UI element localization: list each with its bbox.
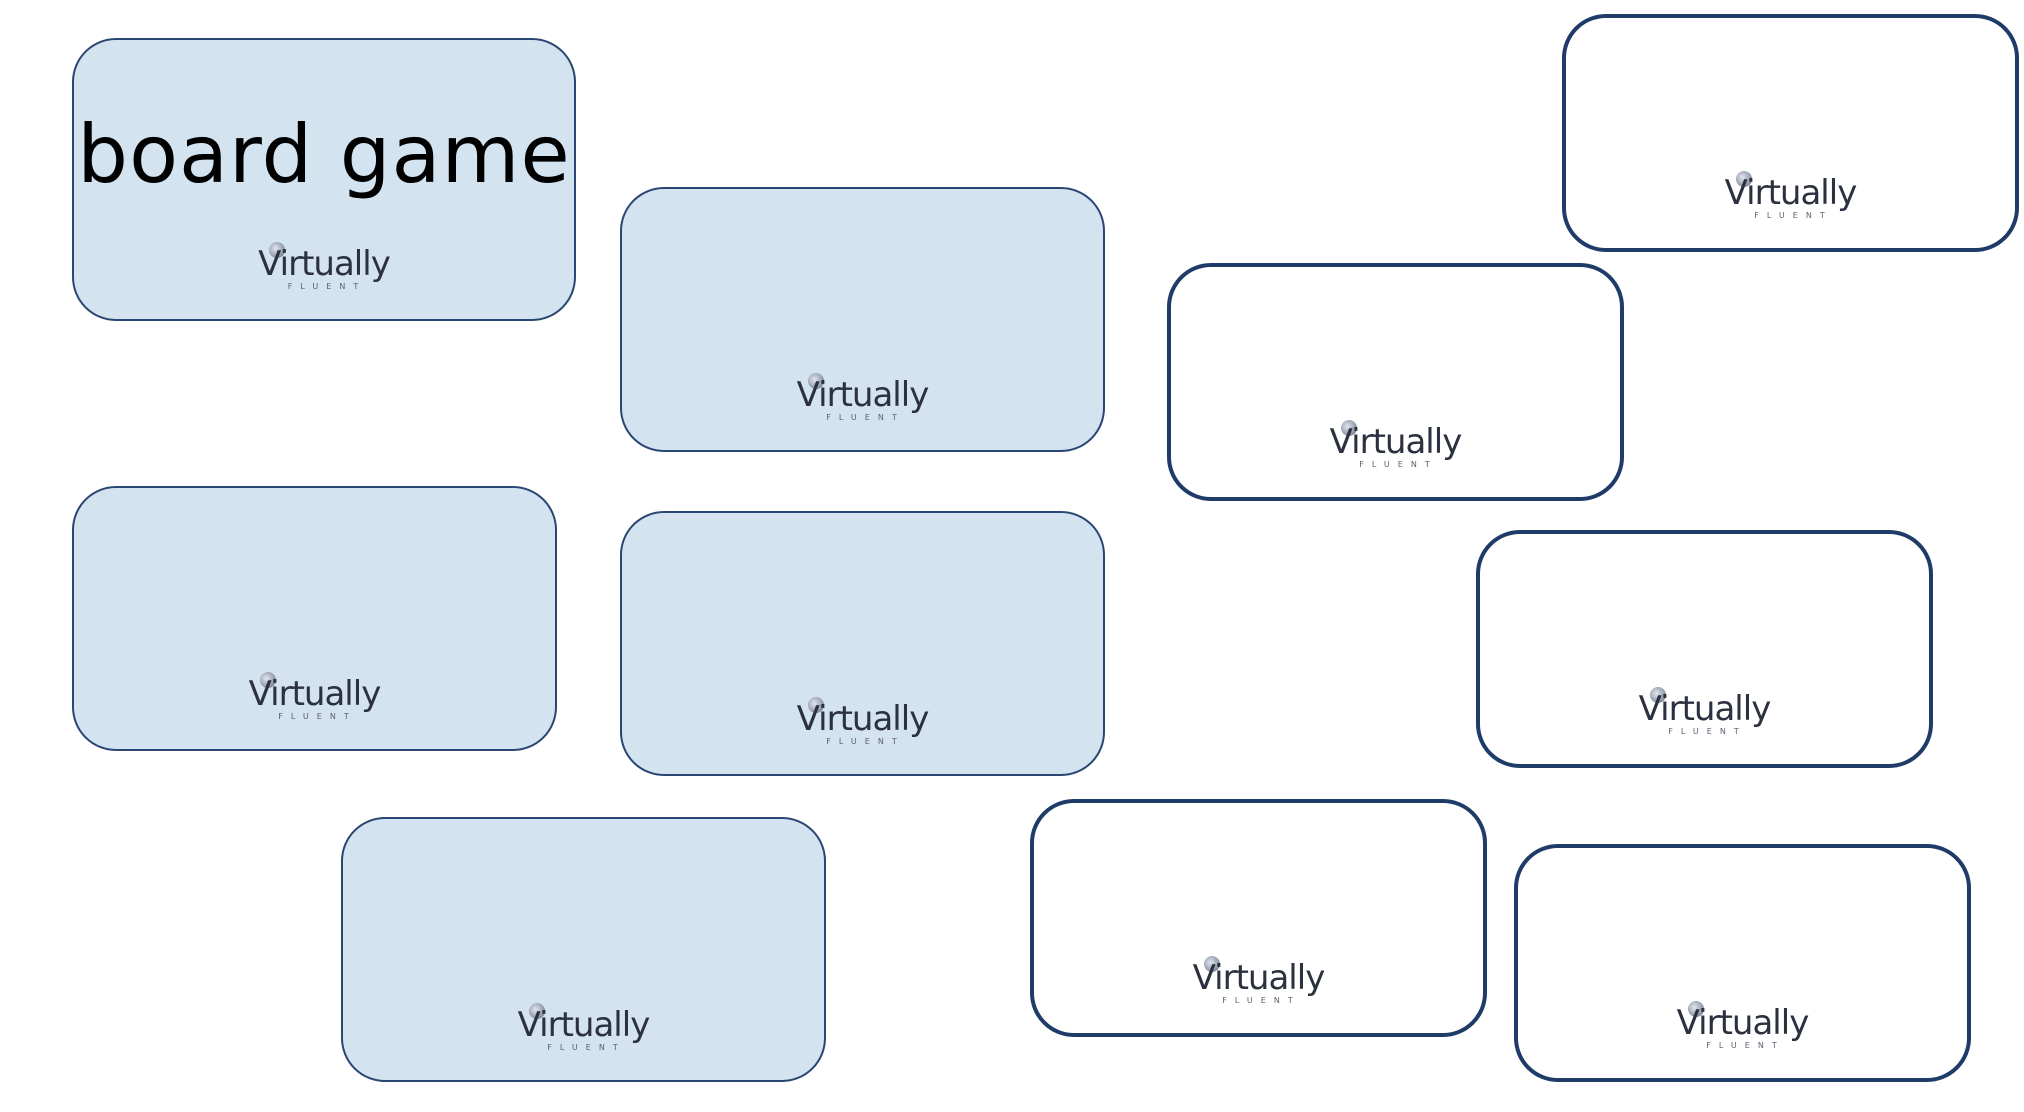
virtually-fluent-logo: Virtually FLUENT: [1716, 168, 1866, 230]
logo-brand: Virtually: [517, 1005, 651, 1045]
memory-card-3[interactable]: Virtually FLUENT: [1167, 263, 1624, 501]
memory-card-7[interactable]: Virtually FLUENT: [1476, 530, 1933, 768]
globe-icon: [528, 1003, 545, 1019]
globe-icon: [807, 697, 824, 713]
logo-tagline: FLUENT: [1754, 211, 1833, 220]
globe-icon: [1203, 956, 1220, 972]
logo-tagline: FLUENT: [278, 712, 357, 721]
memory-card-2[interactable]: Virtually FLUENT: [620, 187, 1105, 452]
logo-brand: Virtually: [1724, 173, 1858, 213]
logo-brand: Virtually: [1192, 958, 1326, 998]
globe-icon: [1649, 687, 1666, 703]
logo-tagline: FLUENT: [826, 737, 905, 746]
virtually-fluent-logo: Virtually FLUENT: [1668, 998, 1818, 1060]
logo-brand: Virtually: [248, 674, 382, 714]
logo-brand: Virtually: [1638, 689, 1772, 729]
memory-card-1[interactable]: board game Virtually FLUENT: [72, 38, 576, 321]
memory-card-6[interactable]: Virtually FLUENT: [620, 511, 1105, 776]
logo-brand: Virtually: [1676, 1003, 1810, 1043]
logo-brand: Virtually: [796, 375, 930, 415]
virtually-fluent-logo: Virtually FLUENT: [788, 694, 938, 756]
virtually-fluent-logo: Virtually FLUENT: [249, 239, 399, 301]
globe-icon: [1735, 171, 1752, 187]
globe-icon: [807, 373, 824, 389]
virtually-fluent-logo: Virtually FLUENT: [1630, 684, 1780, 746]
memory-card-9[interactable]: Virtually FLUENT: [1030, 799, 1487, 1037]
virtually-fluent-logo: Virtually FLUENT: [788, 370, 938, 432]
globe-icon: [1340, 420, 1357, 436]
logo-tagline: FLUENT: [1359, 460, 1438, 469]
globe-icon: [259, 672, 276, 688]
logo-tagline: FLUENT: [287, 282, 367, 291]
logo-tagline: FLUENT: [1222, 996, 1301, 1005]
globe-icon: [269, 242, 285, 258]
virtually-fluent-logo: Virtually FLUENT: [509, 1000, 659, 1062]
memory-card-8[interactable]: Virtually FLUENT: [341, 817, 826, 1082]
card-word: board game: [77, 108, 571, 201]
logo-brand: Virtually: [258, 244, 391, 284]
logo-brand: Virtually: [796, 699, 930, 739]
logo-tagline: FLUENT: [1668, 727, 1747, 736]
memory-card-4[interactable]: Virtually FLUENT: [1562, 14, 2019, 252]
globe-icon: [1687, 1001, 1704, 1017]
memory-card-10[interactable]: Virtually FLUENT: [1514, 844, 1971, 1082]
virtually-fluent-logo: Virtually FLUENT: [1184, 953, 1334, 1015]
logo-tagline: FLUENT: [826, 413, 905, 422]
logo-tagline: FLUENT: [1706, 1041, 1785, 1050]
logo-tagline: FLUENT: [547, 1043, 626, 1052]
virtually-fluent-logo: Virtually FLUENT: [1321, 417, 1471, 479]
memory-card-5[interactable]: Virtually FLUENT: [72, 486, 557, 751]
virtually-fluent-logo: Virtually FLUENT: [240, 669, 390, 731]
logo-brand: Virtually: [1329, 422, 1463, 462]
